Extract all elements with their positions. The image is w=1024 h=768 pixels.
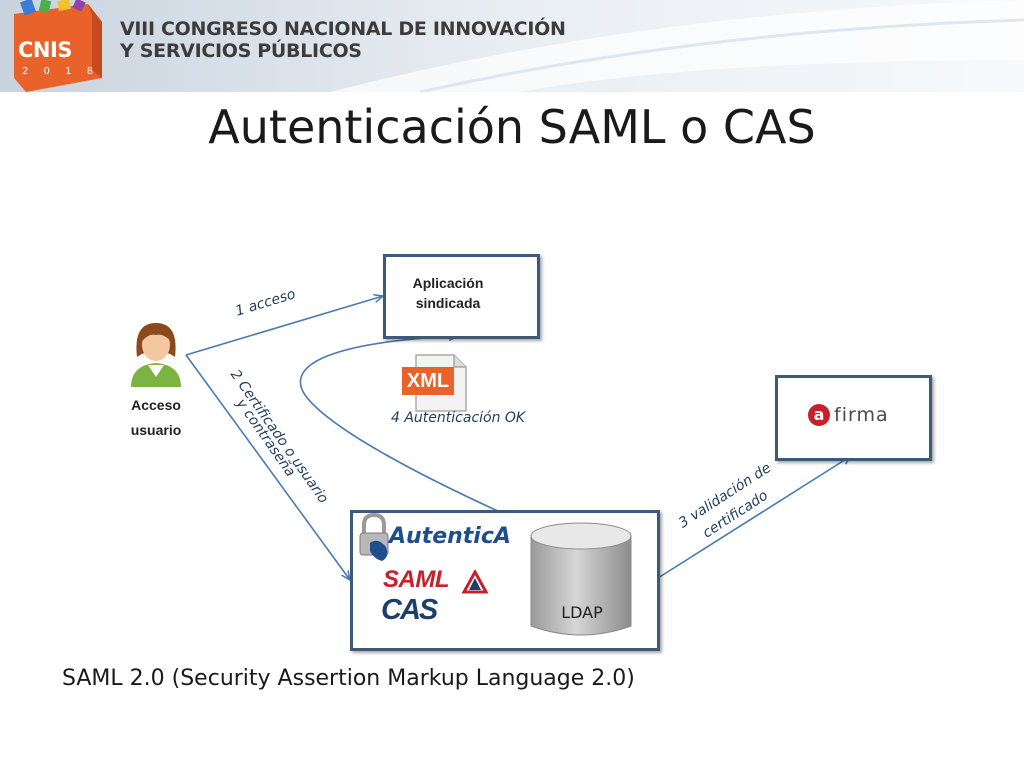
ldap-label: LDAP [561,603,603,622]
congress-title: VIII CONGRESO NACIONAL DE INNOVACIÓN Y S… [120,18,566,62]
xml-badge: XML [402,367,454,395]
cnis-logo [14,0,102,92]
afirma-logo-text: firma [834,404,889,426]
cnis-logo-year: 2 0 1 8 [22,66,99,77]
arrow-step4 [299,336,501,513]
afirma-logo-mark: a [808,404,830,426]
afirma-box [775,375,932,461]
header-swoosh [0,0,1024,92]
autentica-logo: AutenticA [389,524,511,549]
app-label-line2: sindicada [415,295,481,311]
app-box [383,254,540,339]
user-label: Acceso usuario [110,393,202,443]
saml-logo-triangle-icon [462,570,488,594]
cas-logo: CAS [381,594,438,626]
app-label-line1: Aplicación [412,275,484,291]
ldap-database-icon [530,522,632,636]
header-band [0,0,1024,92]
arrow-step3 [657,456,851,579]
padlock-icon [359,513,389,561]
auth-ok-label: 4 Autenticación OK [391,410,526,426]
arrow-step1 [185,296,383,356]
congress-title-line2: Y SERVICIOS PÚBLICOS [120,40,362,62]
user-icon [131,323,181,387]
arrow-step2 [185,354,350,580]
slide-caption: SAML 2.0 (Security Assertion Markup Lang… [62,666,635,691]
app-label: Aplicación sindicada [388,273,508,313]
cnis-logo-text: CNIS [18,38,72,62]
saml-logo: SAML [383,566,450,593]
user-label-line1: Acceso [131,397,181,413]
user-label-line2: usuario [130,422,182,438]
slide-title: Autenticación SAML o CAS [208,100,816,154]
congress-title-line1: VIII CONGRESO NACIONAL DE INNOVACIÓN [120,18,566,40]
